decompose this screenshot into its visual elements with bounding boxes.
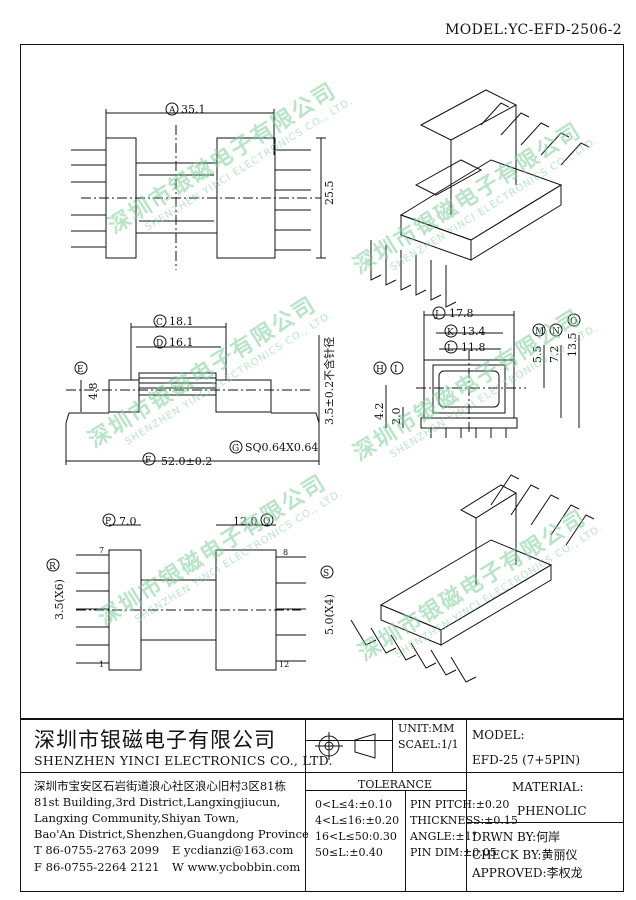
label-M: M <box>535 327 544 337</box>
engineering-drawing: A 35.1 25.5 <box>46 89 595 683</box>
approved-by: APPROVED:李权龙 <box>472 866 583 880</box>
dim-Q: 12.0 <box>233 515 258 528</box>
pin-1-label: 1 <box>99 660 104 669</box>
model-header: MODEL:YC-EFD-2506-2 <box>445 22 622 38</box>
fax: F 86-0755-2264 2121 <box>34 860 160 874</box>
label-P: P <box>105 517 111 527</box>
company-name-cn: 深圳市银磁电子有限公司 <box>34 728 276 752</box>
phone: T 86-0755-2763 2099 <box>34 843 160 857</box>
pin-7-label: 7 <box>99 546 104 555</box>
model-value: EFD-25 (7+5PIN) <box>472 753 581 767</box>
tolerance-right-1: PIN PITCH:±0.20 <box>410 798 510 811</box>
drawn-by: DRWN BY:何岸 <box>472 830 561 844</box>
dim-F: 52.0±0.2 <box>161 455 212 468</box>
dim-E: 4.8 <box>87 383 100 401</box>
material-label: MATERIAL: <box>512 780 584 794</box>
dim-G: SQ0.64X0.64 <box>245 441 318 454</box>
bottom-view: P 7.0 12.0 Q 7 8 1 12 R 3.5(X6) <box>46 513 336 671</box>
dim-C: 18.1 <box>169 315 194 328</box>
model-label: MODEL: <box>472 728 525 742</box>
label-G: G <box>232 444 239 454</box>
iso-view-bottom <box>350 474 595 683</box>
label-F: F <box>145 456 151 466</box>
label-J: J <box>434 310 439 320</box>
material-value: PHENOLIC <box>517 804 587 818</box>
address-line-3: Langxing Community,Shiyan Town, <box>34 811 240 825</box>
label-C: C <box>156 318 163 328</box>
address-line-4: Bao'An District,Shenzhen,Guangdong Provi… <box>34 827 309 841</box>
top-view: A 35.1 25.5 <box>71 102 336 270</box>
tolerance-left-2: 4<L≤16:±0.20 <box>315 814 400 827</box>
label-Q: Q <box>263 517 270 527</box>
dim-K: 13.4 <box>461 325 486 338</box>
email: E ycdianzi@163.com <box>172 843 294 857</box>
address-line-2: 81st Building,3rd District,Langxingjiucu… <box>34 795 281 809</box>
label-I: I <box>394 365 398 375</box>
label-A: A <box>168 106 176 116</box>
dim-H: 4.2 <box>373 403 386 421</box>
dim-A: 35.1 <box>181 103 206 116</box>
dim-R: 3.5(X6) <box>53 579 66 620</box>
label-D: D <box>156 339 163 349</box>
website: W www.ycbobbin.com <box>172 860 301 874</box>
dim-P: 7.0 <box>119 515 137 528</box>
label-N: N <box>552 327 560 337</box>
dim-I: 2.0 <box>390 408 403 426</box>
dim-O: 13.5 <box>566 333 579 358</box>
label-R: R <box>49 562 56 572</box>
dim-L: 11.8 <box>461 341 486 354</box>
tolerance-title: TOLERANCE <box>358 778 432 791</box>
label-O: O <box>570 317 577 327</box>
unit-label: UNIT:MM <box>398 722 455 735</box>
drawing-sheet: A 35.1 25.5 <box>20 44 624 892</box>
label-E: E <box>77 365 84 375</box>
iso-view-top <box>370 89 590 308</box>
front-view: C 18.1 D 16.1 E 4.8 3.5±0.2不含针径 F 52.0±0… <box>65 314 336 468</box>
tolerance-left-1: 0<L≤4:±0.10 <box>315 798 393 811</box>
title-block: 深圳市银磁电子有限公司 SHENZHEN YINCI ELECTRONICS C… <box>20 718 624 892</box>
dim-B: 25.5 <box>323 181 336 206</box>
pin-8-label: 8 <box>283 548 288 557</box>
label-K: K <box>447 328 454 338</box>
company-name-en: SHENZHEN YINCI ELECTRONICS CO., LTD. <box>34 753 333 768</box>
label-L: L <box>447 344 453 354</box>
address-line-1: 深圳市宝安区石岩街道浪心社区浪心旧村3区81栋 <box>34 779 286 793</box>
dim-D: 16.1 <box>169 336 194 349</box>
tolerance-right-2: THICKNESS:±0.15 <box>410 814 518 827</box>
scale-label: SCAEL:1/1 <box>398 738 459 751</box>
dim-N: 7.2 <box>548 346 561 364</box>
pin-12-label: 12 <box>279 660 289 669</box>
dim-pin-length: 3.5±0.2不含针径 <box>322 337 336 425</box>
projection-symbol-icon <box>315 732 376 760</box>
tolerance-left-3: 16<L≤50:0.30 <box>315 830 397 843</box>
dim-S: 5.0(X4) <box>323 594 336 635</box>
tolerance-right-3: ANGLE:±1° <box>410 830 478 843</box>
dim-J: 17.8 <box>449 307 474 320</box>
dim-M: 5.5 <box>531 346 544 364</box>
tolerance-right-4: PIN DIM:±0.05 <box>410 846 497 859</box>
tolerance-left-4: 50≤L:±0.40 <box>315 846 383 859</box>
check-by: CHECK BY:黄丽仪 <box>472 848 578 862</box>
side-view: J 17.8 K 13.4 L 11.8 H I 4.2 2.0 <box>373 306 581 438</box>
label-S: S <box>323 569 329 579</box>
label-H: H <box>376 365 384 375</box>
